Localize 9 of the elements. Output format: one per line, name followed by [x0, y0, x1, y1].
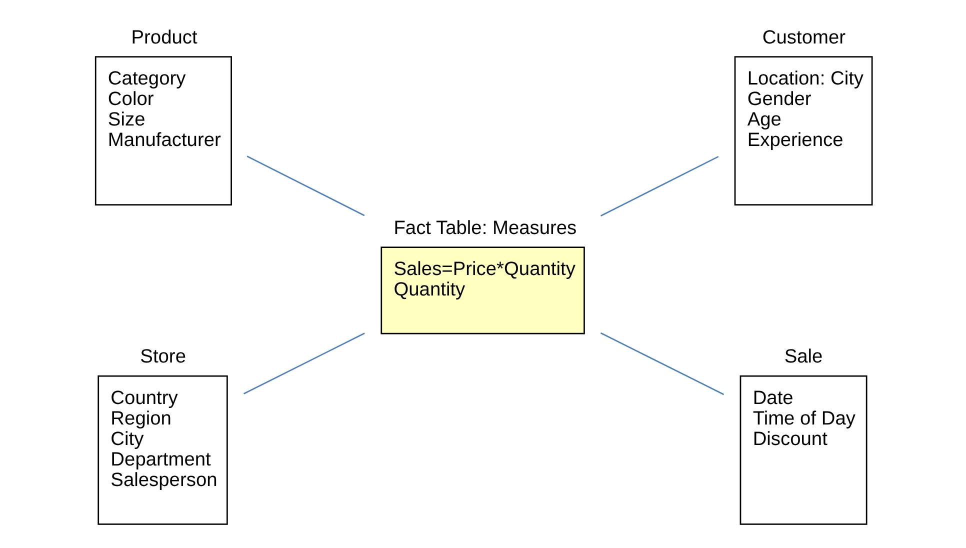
node-label: Fact Table: Measures — [393, 218, 576, 239]
node-label: Customer — [762, 27, 846, 48]
node-label: Sale — [784, 346, 822, 368]
node-label: Store — [140, 346, 186, 368]
connector — [600, 156, 718, 216]
node-label: Product — [130, 27, 197, 48]
connector — [246, 156, 364, 216]
connector — [243, 332, 364, 394]
connector — [600, 332, 724, 396]
